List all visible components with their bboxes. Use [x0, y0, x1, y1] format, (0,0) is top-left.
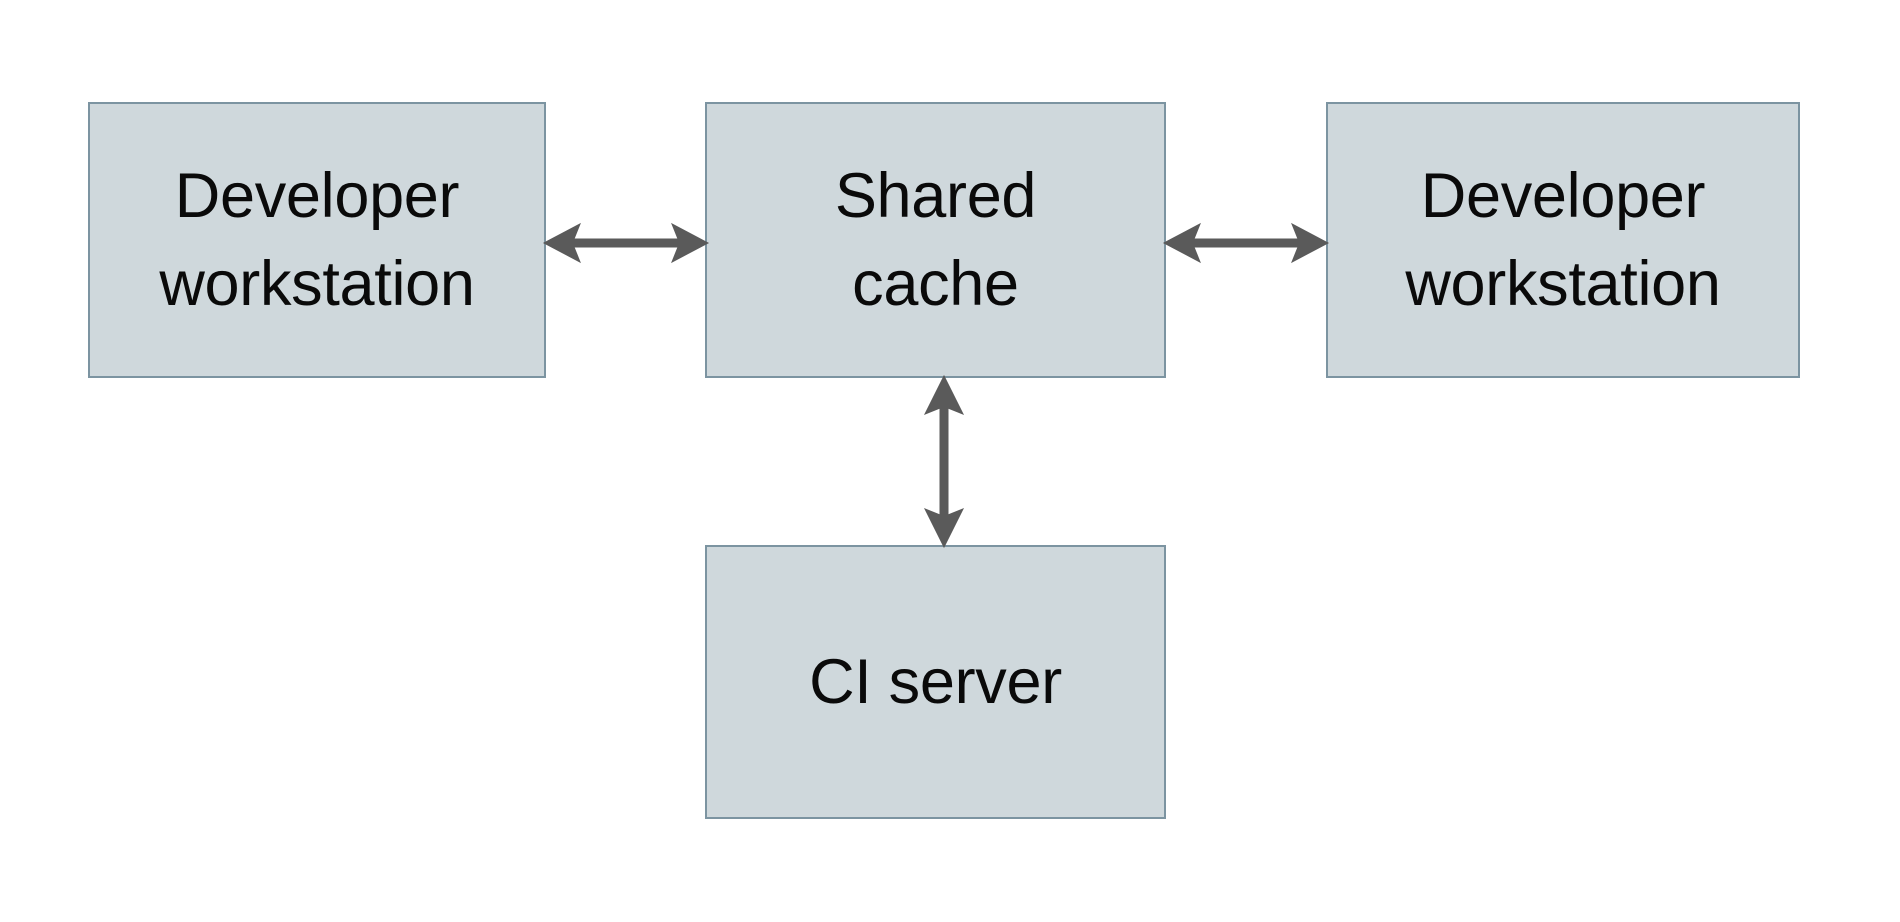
node-label: CI server [809, 647, 1062, 717]
node-label: Developer workstation [1405, 161, 1721, 319]
double-arrow-icon-cache-ci[interactable] [913, 374, 975, 549]
arrow-shape [923, 374, 965, 549]
node-shared-cache[interactable]: Shared cache [705, 102, 1166, 378]
arrow-shape [542, 222, 710, 264]
node-ci-server[interactable]: CI server [705, 545, 1166, 819]
node-developer-workstation-right[interactable]: Developer workstation [1326, 102, 1800, 378]
node-label: Shared cache [834, 161, 1037, 319]
node-label: Developer workstation [159, 161, 475, 319]
double-arrow-icon-left-cache[interactable] [542, 212, 710, 274]
double-arrow-icon-cache-right[interactable] [1162, 212, 1330, 274]
arrow-shape [1162, 222, 1330, 264]
node-developer-workstation-left[interactable]: Developer workstation [88, 102, 546, 378]
